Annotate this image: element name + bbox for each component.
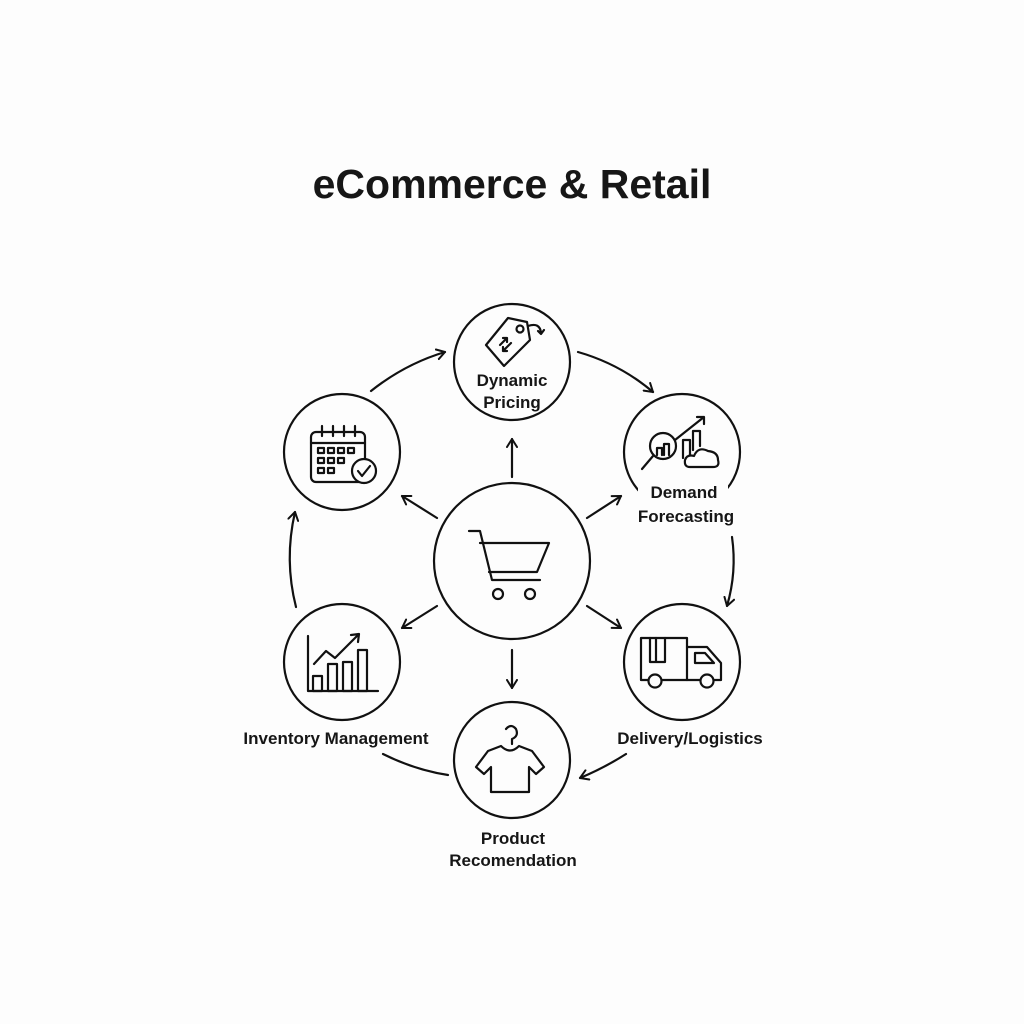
forecast-chart-magnifier-icon <box>640 415 720 471</box>
shirt-on-hanger-icon <box>474 724 546 794</box>
price-tag-icon <box>484 316 546 368</box>
bar-chart-trend-icon <box>306 632 380 693</box>
product-label-line2: Recomendation <box>449 851 577 870</box>
demand-label-backdrop <box>638 480 728 524</box>
arrow-to-calendar <box>400 494 439 520</box>
arrow-inventory-to-calendar <box>287 510 300 609</box>
page-title: eCommerce & Retail <box>313 161 712 207</box>
connector-inventory-to-product <box>381 752 450 777</box>
delivery-truck-icon <box>639 636 723 689</box>
product-label-line1: Product <box>481 829 546 848</box>
pricing-label-line1: Dynamic <box>477 371 548 390</box>
calendar-node-circle <box>282 392 402 512</box>
calendar-check-icon <box>309 424 378 485</box>
inventory-label: Inventory Management <box>243 729 428 748</box>
arrow-to-delivery <box>585 604 623 630</box>
shopping-cart-icon <box>467 529 551 601</box>
arrow-to-inventory <box>400 604 439 630</box>
arrow-delivery-to-product <box>578 752 628 781</box>
arrow-to-demand <box>585 494 623 520</box>
pricing-node-circle <box>452 302 572 422</box>
pricing-label-line2: Pricing <box>483 393 541 412</box>
center-arrows <box>400 437 623 690</box>
demand-label-line2: Forecasting <box>638 507 734 526</box>
arrow-pricing-to-demand <box>576 350 655 394</box>
delivery-label: Delivery/Logistics <box>617 729 763 748</box>
product-node-circle <box>452 700 572 820</box>
arrow-demand-to-delivery <box>723 535 736 608</box>
delivery-node-circle <box>622 602 742 722</box>
inventory-node-circle <box>282 602 402 722</box>
cycle-arrows <box>287 348 736 781</box>
demand-label-line1: Demand <box>650 483 717 502</box>
arrow-calendar-to-pricing <box>369 348 447 393</box>
center-node-circle <box>432 481 592 641</box>
